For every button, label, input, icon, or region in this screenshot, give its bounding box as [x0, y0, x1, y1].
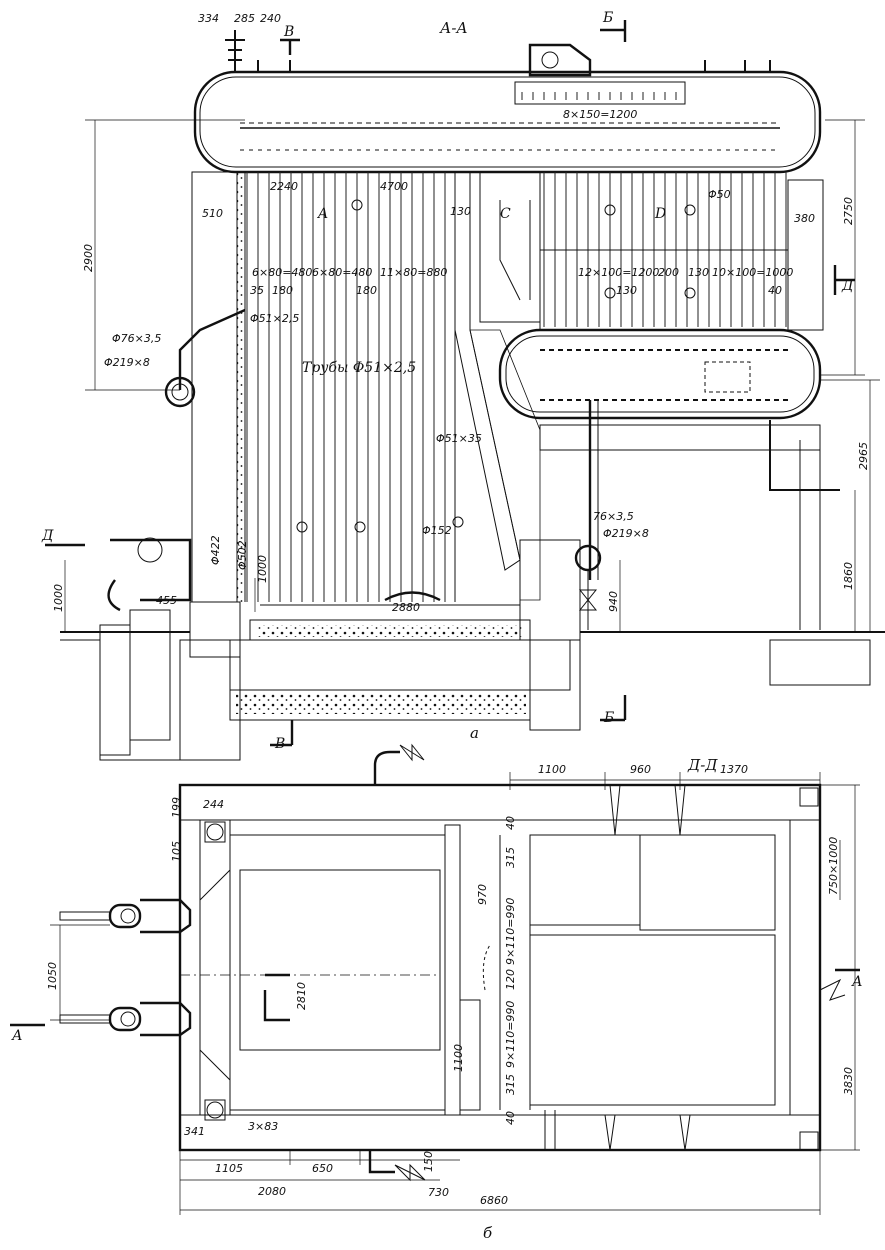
dim: 970 — [476, 884, 489, 905]
burner-lower — [59, 1001, 192, 1037]
dim: Φ219×8 — [603, 527, 649, 540]
dim: 960 — [630, 763, 651, 776]
dim: 2880 — [392, 601, 420, 614]
pipes-label: Трубы Φ51×2,5 — [302, 360, 416, 376]
dim: 76×3,5 — [593, 510, 634, 523]
dim: 3×83 — [248, 1120, 278, 1133]
dim: 40 — [504, 1111, 517, 1125]
title-section-aa: А-А — [439, 19, 468, 37]
dim: 4700 — [380, 180, 408, 193]
dim: 150 — [422, 1151, 435, 1172]
dim: 199 — [170, 797, 183, 818]
dim: 2965 — [857, 442, 870, 470]
dim: 455 — [156, 594, 177, 607]
dim: 240 — [260, 12, 281, 25]
dim: Φ51×2,5 — [250, 312, 299, 325]
furnace-tube-field — [245, 172, 455, 602]
dim: Φ51×35 — [436, 432, 482, 445]
cut-mark-b-top: Б — [602, 10, 613, 26]
dim: 940 — [607, 591, 620, 612]
cut-mark-a-left: А — [11, 1028, 23, 1044]
zone-d: D — [654, 206, 666, 222]
dim: 2750 — [842, 197, 855, 225]
dim: 1100 — [538, 763, 566, 776]
zone-a: A — [316, 206, 328, 222]
dim: 6860 — [480, 1194, 508, 1207]
cut-mark-b-bottom: Б — [603, 710, 614, 726]
dim: 380 — [794, 212, 815, 225]
dim: 40 — [768, 284, 782, 297]
dim: 9×110=990 — [504, 1001, 517, 1068]
title-section-dd: Д-Д — [687, 756, 718, 774]
fig-label-b: б — [483, 1224, 493, 1242]
dim: 9×110=990 — [504, 898, 517, 965]
dim: 10×100=1000 — [712, 266, 793, 279]
dim: Φ502 — [236, 540, 249, 570]
dim: Φ76×3,5 — [112, 332, 161, 345]
dim: 1860 — [842, 562, 855, 590]
dim: 120 — [504, 969, 517, 990]
dim: 1105 — [215, 1162, 243, 1175]
dim: 8×150=1200 — [563, 108, 637, 121]
dim: 130 — [688, 266, 709, 279]
dim: 650 — [312, 1162, 333, 1175]
dim: 1000 — [52, 584, 65, 612]
dim: 200 — [658, 266, 679, 279]
dim: 315 — [504, 1074, 517, 1095]
dim: Φ219×8 — [104, 356, 150, 369]
cut-mark-d-left: Д — [41, 528, 54, 544]
dim: 3830 — [842, 1067, 855, 1095]
cut-mark-a-right: А — [851, 974, 863, 990]
section-aa-view — [45, 20, 885, 761]
plan-tube-grid — [529, 834, 641, 926]
upper-drum — [193, 70, 822, 174]
dim: 1000 — [256, 555, 269, 583]
dim: 285 — [234, 12, 255, 25]
section-dd-plan — [10, 743, 860, 1215]
cut-mark-d-right: Д — [841, 278, 854, 294]
dim: 180 — [272, 284, 293, 297]
dim: 2810 — [295, 982, 308, 1010]
dim: 341 — [184, 1125, 205, 1138]
dim: 510 — [202, 207, 223, 220]
dim: Φ152 — [422, 524, 452, 537]
dim: 2240 — [270, 180, 298, 193]
dim: 40 — [504, 816, 517, 830]
dim: 35 — [250, 284, 264, 297]
dim: 1050 — [46, 962, 59, 990]
dim: 1370 — [720, 763, 748, 776]
dim: 750×1000 — [827, 837, 840, 895]
dim: 315 — [504, 847, 517, 868]
cut-mark-v-bottom: В — [274, 736, 285, 752]
drawing-labels: А-А Д-Д а б Б Б В В Д Д А А A C D 334 28… — [11, 10, 870, 1242]
dim: 105 — [170, 841, 183, 862]
lower-drum — [498, 328, 822, 420]
dim: Φ422 — [209, 535, 222, 565]
dim: 11×80=880 — [380, 266, 447, 279]
dim: Φ50 — [708, 188, 731, 201]
dim: 2080 — [258, 1185, 286, 1198]
dim: 2900 — [82, 244, 95, 272]
dim: 334 — [198, 12, 219, 25]
fig-label-a: а — [470, 724, 479, 742]
burner-upper — [59, 898, 192, 934]
zone-c: C — [500, 206, 511, 222]
dim: 6×80=480 — [312, 266, 372, 279]
dim: 130 — [450, 205, 471, 218]
dim: 6×80=480 — [252, 266, 312, 279]
dim: 130 — [616, 284, 637, 297]
dim: 12×100=1200 — [578, 266, 659, 279]
dim: 180 — [356, 284, 377, 297]
dim: 1100 — [452, 1044, 465, 1072]
cut-mark-v-top: В — [283, 24, 294, 40]
dim: 730 — [428, 1186, 449, 1199]
dim: 244 — [203, 798, 224, 811]
